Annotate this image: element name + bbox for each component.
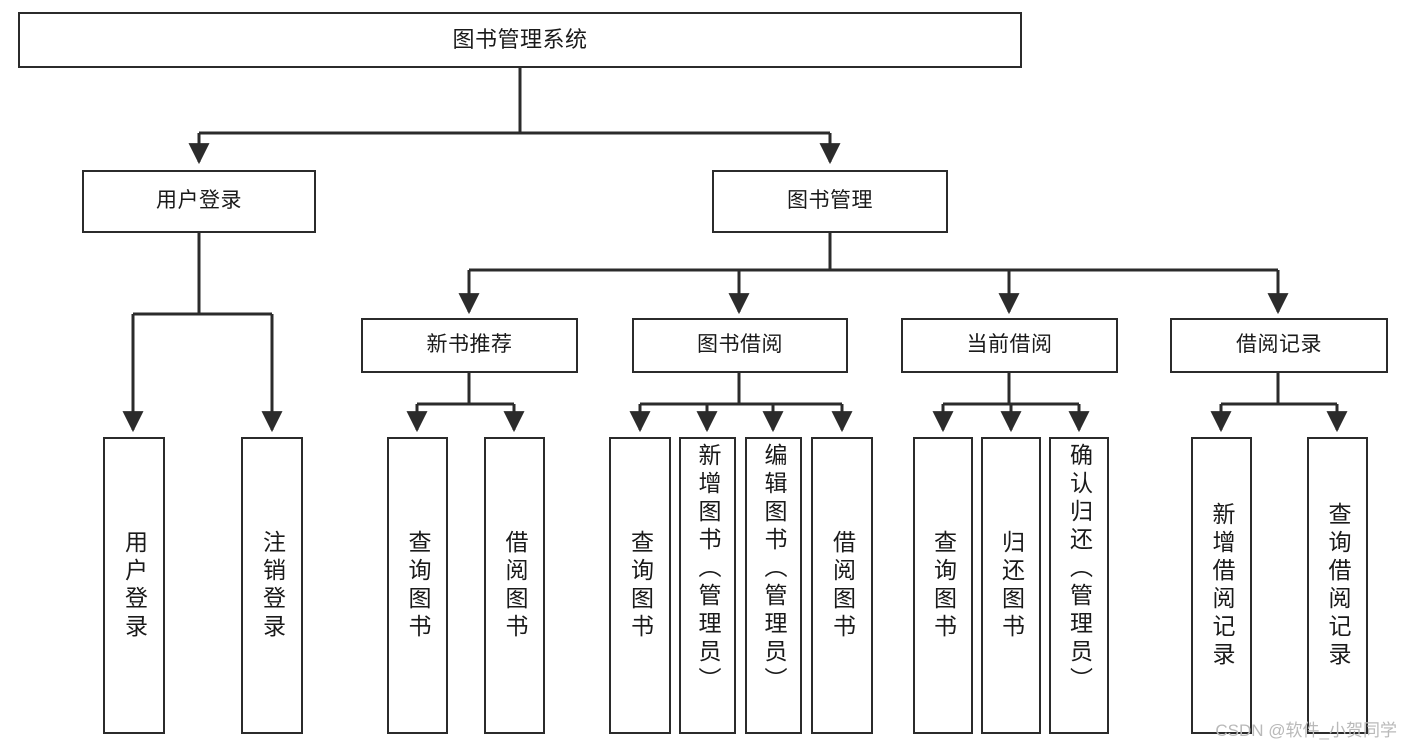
leaf-user-logout[interactable]: 注销登录 — [241, 437, 303, 734]
node-label: 查询图书 — [627, 529, 654, 642]
node-label: 查询图书 — [930, 529, 957, 642]
watermark: CSDN @软件_小贺同学 — [1215, 721, 1397, 740]
leaf-query-book-1[interactable]: 查询图书 — [387, 437, 448, 734]
node-label: 图书管理 — [787, 189, 873, 213]
node-label: 图书管理系统 — [452, 27, 588, 53]
node-label: 归还图书 — [998, 529, 1025, 642]
node-label: 借阅记录 — [1236, 333, 1322, 357]
node-label: 新书推荐 — [426, 333, 513, 357]
leaf-query-record[interactable]: 查询借阅记录 — [1307, 437, 1368, 734]
node-label: 新增图书（管理员） — [695, 443, 721, 695]
node-label: 注销登录 — [259, 529, 286, 642]
node-label: 用户登录 — [156, 189, 242, 213]
leaf-return-book[interactable]: 归还图书 — [981, 437, 1041, 734]
node-label: 图书借阅 — [697, 333, 783, 357]
node-new-book-rec[interactable]: 新书推荐 — [361, 318, 578, 373]
node-user-login[interactable]: 用户登录 — [82, 170, 316, 233]
node-label: 借阅图书 — [829, 529, 856, 642]
leaf-query-book-2[interactable]: 查询图书 — [609, 437, 671, 734]
node-borrow-record[interactable]: 借阅记录 — [1170, 318, 1388, 373]
node-root[interactable]: 图书管理系统 — [18, 12, 1022, 68]
leaf-borrow-book-1[interactable]: 借阅图书 — [484, 437, 545, 734]
node-label: 当前借阅 — [966, 333, 1053, 357]
node-label: 查询借阅记录 — [1325, 501, 1351, 670]
leaf-confirm-return[interactable]: 确认归还（管理员） — [1049, 437, 1109, 734]
node-label: 编辑图书（管理员） — [761, 443, 787, 695]
node-current-borrow[interactable]: 当前借阅 — [901, 318, 1118, 373]
leaf-add-record[interactable]: 新增借阅记录 — [1191, 437, 1252, 734]
node-book-manage[interactable]: 图书管理 — [712, 170, 948, 233]
node-book-borrow[interactable]: 图书借阅 — [632, 318, 848, 373]
leaf-edit-book[interactable]: 编辑图书（管理员） — [745, 437, 802, 734]
node-label: 用户登录 — [121, 529, 148, 642]
node-label: 新增借阅记录 — [1209, 501, 1235, 670]
node-label: 借阅图书 — [502, 529, 528, 642]
leaf-add-book[interactable]: 新增图书（管理员） — [679, 437, 736, 734]
leaf-query-book-3[interactable]: 查询图书 — [913, 437, 973, 734]
leaf-user-login[interactable]: 用户登录 — [103, 437, 165, 734]
leaf-borrow-book-2[interactable]: 借阅图书 — [811, 437, 873, 734]
node-label: 确认归还（管理员） — [1066, 443, 1093, 695]
node-label: 查询图书 — [405, 529, 431, 642]
